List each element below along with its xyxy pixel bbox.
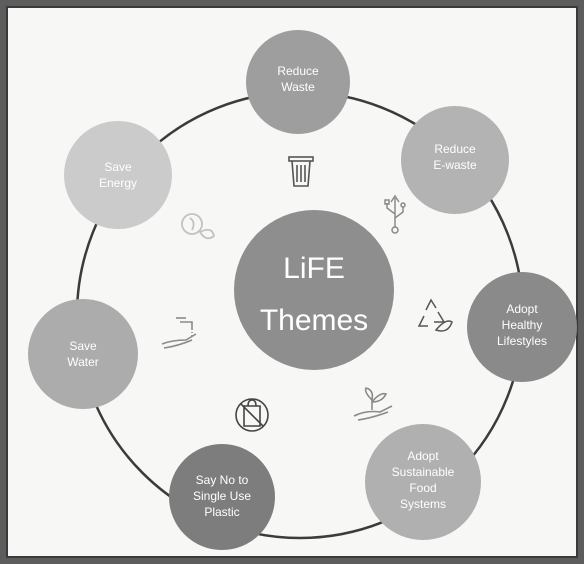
theme-node-sustainable-food: Adopt Sustainable Food Systems (365, 424, 481, 540)
theme-node-save-water: Save Water (28, 299, 138, 409)
recycle-leaf-icon (419, 300, 452, 331)
trash-bin-icon (289, 157, 313, 186)
energy-bulb-leaf-icon (182, 214, 214, 238)
theme-label: Reduce (277, 64, 319, 78)
theme-label: Save (69, 339, 97, 353)
no-plastic-bag-icon (236, 399, 268, 431)
theme-label: Energy (99, 176, 137, 190)
theme-node-no-single-use-plastic: Say No to Single Use Plastic (169, 444, 275, 550)
theme-node-healthy-lifestyles: Adopt Healthy Lifestyles (467, 272, 577, 382)
hand-tap-water-icon (162, 318, 196, 348)
hand-plant-icon (354, 388, 392, 420)
theme-label: Single Use (193, 489, 251, 503)
theme-label: Adopt (407, 449, 439, 463)
theme-label: Adopt (506, 302, 538, 316)
center-title-line-2: Themes (260, 304, 368, 337)
theme-label: Waste (281, 80, 315, 94)
theme-label: Lifestyles (497, 334, 547, 348)
theme-label: Water (67, 355, 99, 369)
theme-label: Healthy (502, 318, 543, 332)
theme-label: E-waste (433, 158, 477, 172)
center-title-line-1: LiFE (283, 252, 345, 285)
theme-node-save-energy: Save Energy (64, 121, 172, 229)
theme-label: Plastic (204, 505, 239, 519)
theme-label: Reduce (434, 142, 476, 156)
theme-label: Say No to (196, 473, 249, 487)
center-circle: LiFE Themes (234, 210, 394, 370)
theme-label: Systems (400, 497, 446, 511)
theme-label: Save (104, 160, 132, 174)
usb-icon (385, 196, 405, 233)
theme-label: Sustainable (392, 465, 455, 479)
theme-label: Food (409, 481, 436, 495)
theme-node-reduce-waste: Reduce Waste (246, 30, 350, 134)
theme-node-reduce-e-waste: Reduce E-waste (401, 106, 509, 214)
